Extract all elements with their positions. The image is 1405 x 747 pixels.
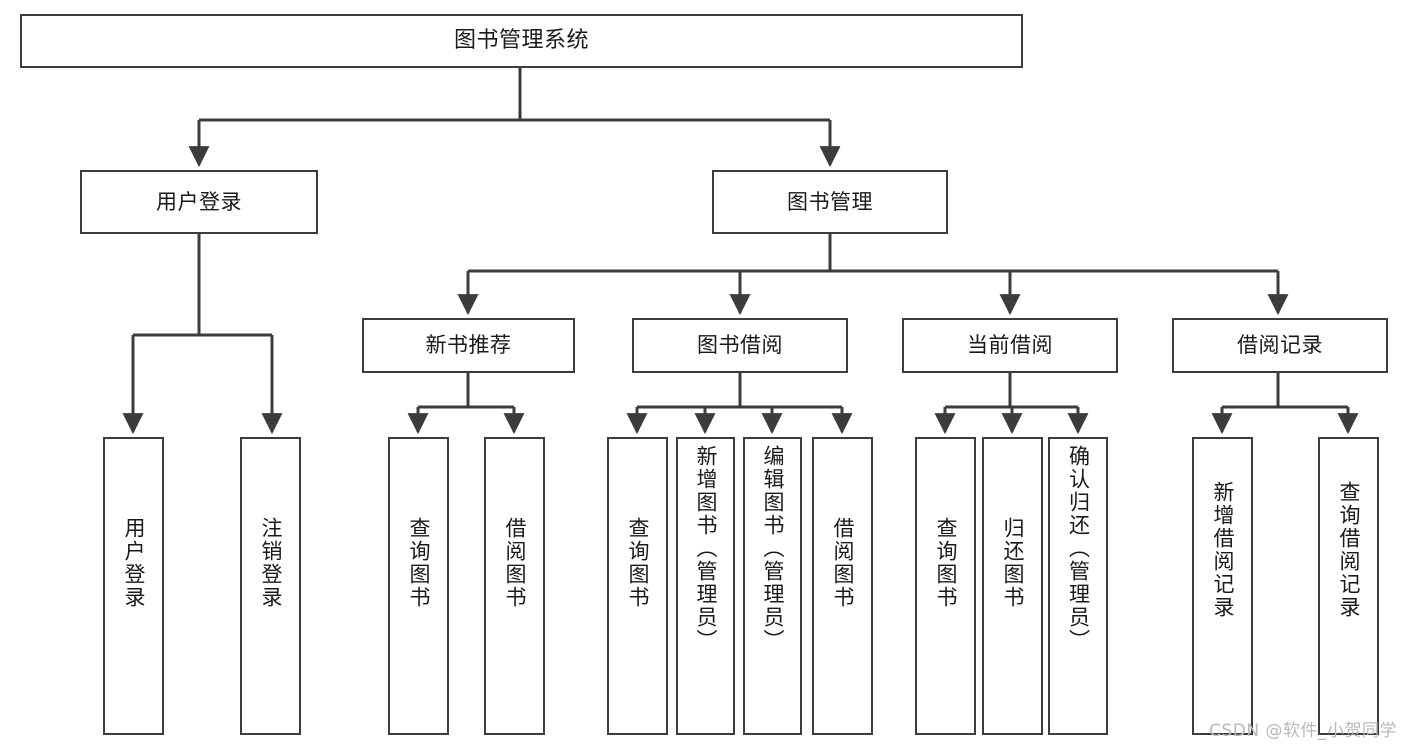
node-leaf-borrow-book-1[interactable]: 借阅图书 (484, 437, 545, 735)
node-leaf-query-book-3[interactable]: 查询图书 (915, 437, 976, 735)
node-leaf-query-book-1[interactable]: 查询图书 (388, 437, 449, 735)
node-leaf-add-book[interactable]: 新增图书（管理员） (676, 437, 735, 735)
node-label: 图书管理系统 (453, 28, 589, 54)
node-label: 借阅图书 (503, 517, 527, 609)
node-label: 注销登录 (259, 517, 283, 609)
node-label: 图书管理 (787, 189, 873, 214)
node-current-borrow[interactable]: 当前借阅 (902, 318, 1118, 373)
node-leaf-return-book[interactable]: 归还图书 (982, 437, 1043, 735)
node-leaf-confirm-return[interactable]: 确认归还（管理员） (1048, 437, 1108, 735)
node-label: 新书推荐 (425, 333, 512, 358)
node-label: 用户登录 (156, 189, 242, 214)
node-borrow-record[interactable]: 借阅记录 (1172, 318, 1388, 373)
node-leaf-logout[interactable]: 注销登录 (240, 437, 301, 735)
node-leaf-query-book-2[interactable]: 查询图书 (607, 437, 668, 735)
node-label: 归还图书 (1001, 517, 1025, 609)
node-book-borrow[interactable]: 图书借阅 (632, 318, 848, 373)
node-book-management[interactable]: 图书管理 (712, 170, 948, 234)
node-label: 查询图书 (626, 517, 650, 609)
node-label: 查询图书 (407, 517, 431, 609)
node-label: 编辑图书（管理员） (761, 445, 785, 652)
node-user-login[interactable]: 用户登录 (80, 170, 318, 234)
node-label: 图书借阅 (697, 333, 783, 358)
node-leaf-edit-book[interactable]: 编辑图书（管理员） (743, 437, 802, 735)
node-label: 当前借阅 (967, 333, 1053, 358)
node-leaf-borrow-book-2[interactable]: 借阅图书 (812, 437, 873, 735)
node-leaf-add-record[interactable]: 新增借阅记录 (1192, 437, 1253, 735)
node-label: 新增借阅记录 (1211, 481, 1235, 619)
node-book-management-system[interactable]: 图书管理系统 (20, 14, 1023, 68)
node-label: 借阅图书 (831, 517, 855, 609)
node-leaf-user-login[interactable]: 用户登录 (103, 437, 164, 735)
node-label: 新增图书（管理员） (694, 445, 718, 652)
node-leaf-query-record[interactable]: 查询借阅记录 (1318, 437, 1379, 735)
node-label: 查询借阅记录 (1337, 481, 1361, 619)
node-label: 查询图书 (934, 517, 958, 609)
node-label: 用户登录 (122, 517, 146, 609)
node-label: 确认归还（管理员） (1066, 445, 1091, 652)
node-new-book-recommend[interactable]: 新书推荐 (362, 318, 575, 373)
node-label: 借阅记录 (1237, 333, 1323, 358)
